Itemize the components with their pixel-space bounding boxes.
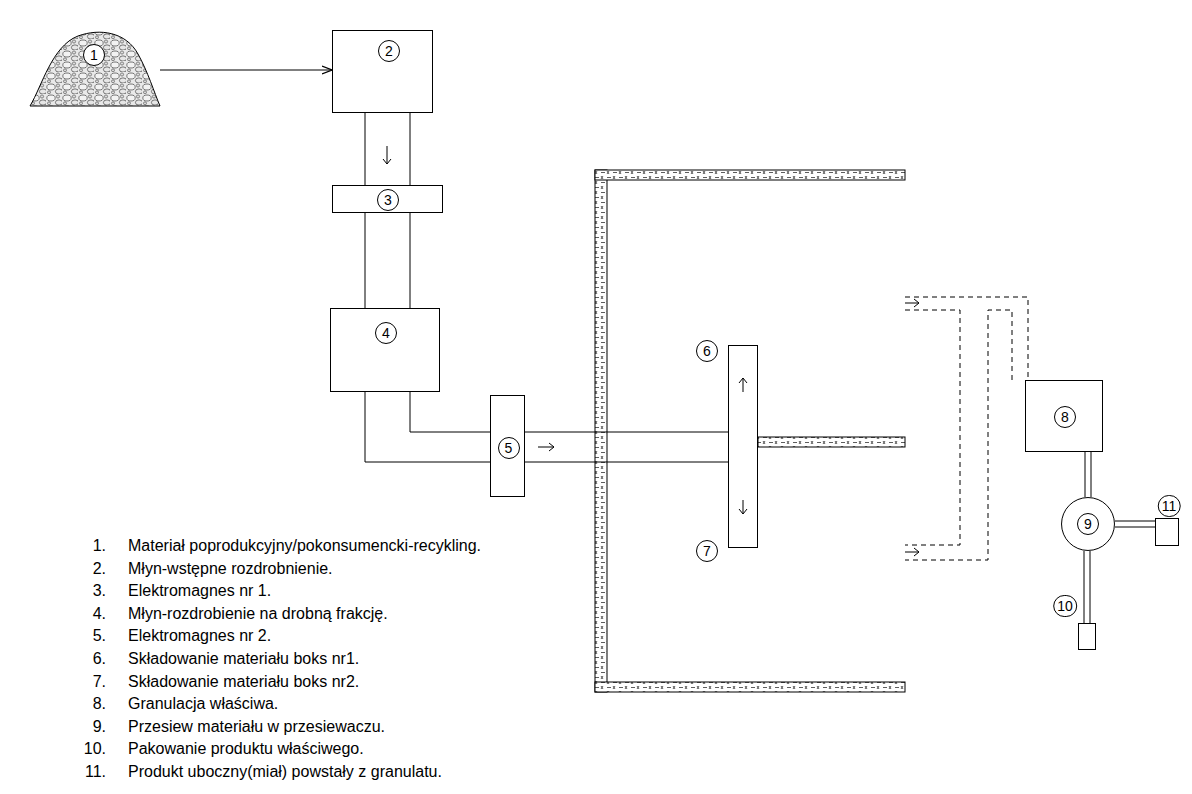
callout-number: 9 [1077, 513, 1099, 535]
list-item: Składowanie materiału boks nr1. [128, 649, 359, 669]
process-box: 2 [332, 30, 433, 113]
rubble-outline [30, 32, 160, 106]
list-number: 9. [93, 717, 106, 737]
connector-line [160, 70, 332, 71]
conveyor-channel [1115, 521, 1155, 527]
connector-line [525, 432, 728, 433]
callout-number: 1 [83, 44, 105, 66]
callout-number: 11 [1158, 495, 1181, 517]
connector-line [410, 392, 490, 432]
conveyor-channel [365, 213, 410, 308]
callout-number: 5 [498, 437, 520, 459]
callout-number: 6 [696, 340, 718, 362]
callout-number: 8 [1054, 406, 1076, 428]
list-item: Granulacja właściwa. [128, 694, 278, 714]
list-number: 7. [93, 672, 106, 692]
list-item: Produkt uboczny(miał) powstały z granula… [128, 762, 442, 782]
sieve-outline [1062, 498, 1115, 551]
connector-line [1115, 527, 1155, 528]
flow-arrow [739, 378, 747, 392]
list-number: 6. [93, 649, 106, 669]
connector-line [1090, 551, 1091, 623]
list-number: 8. [93, 694, 106, 714]
list-item: Przesiew materiału w przesiewaczu. [128, 717, 385, 737]
connector-line [1085, 452, 1086, 497]
process-box: 4 [330, 308, 440, 392]
suction-pipe [905, 297, 1028, 560]
list-item: Składowanie materiału boks nr2. [128, 672, 359, 692]
list-number: 1. [93, 536, 106, 556]
list-item: Młyn-wstępne rozdrobnienie. [128, 559, 333, 579]
brick-wall [595, 170, 607, 692]
suction-pipe [905, 310, 960, 545]
connector-line [410, 213, 411, 308]
conveyor-channel [365, 392, 490, 462]
flow-arrow [538, 443, 554, 451]
flow-arrow [739, 500, 747, 514]
flow-arrow [383, 146, 919, 556]
suction-pipe [905, 310, 1012, 560]
sieve-circle: 9 [1061, 497, 1115, 551]
feed-arrow [160, 70, 332, 71]
list-number: 3. [93, 581, 106, 601]
magnet-band: 5 [490, 395, 525, 497]
flow-arrow [383, 146, 391, 164]
flow-arrow [905, 548, 919, 556]
connector-line [365, 113, 366, 185]
brick-wall [595, 170, 905, 180]
brick-wall [758, 437, 905, 447]
suction-pipe [905, 297, 1028, 380]
list-number: 10. [84, 739, 106, 759]
callout-number: 3 [377, 189, 399, 211]
connector-line [1084, 551, 1085, 623]
connector-line [1091, 452, 1092, 497]
connector-line [410, 113, 411, 185]
brick-wall [595, 682, 905, 692]
list-item: Materiał poprodukcyjny/pokonsumencki-rec… [128, 536, 481, 556]
conveyor-channel [1085, 452, 1091, 497]
conveyor-channel [1084, 551, 1090, 623]
magnet-band: 3 [332, 185, 443, 213]
connector-line [365, 392, 490, 462]
material-pile: 1 [30, 28, 160, 108]
callout-number: 7 [696, 540, 718, 562]
conveyor-channel [365, 113, 410, 185]
list-number: 2. [93, 559, 106, 579]
connector-line [1115, 521, 1155, 522]
brick-wall [595, 170, 905, 692]
list-item: Elektromagnes nr 1. [128, 581, 271, 601]
list-number: 11. [85, 762, 106, 782]
flow-arrow [905, 299, 919, 307]
rubble-pile [30, 28, 160, 108]
list-number: 5. [93, 626, 106, 646]
list-item: Elektromagnes nr 2. [128, 626, 271, 646]
callout-number: 4 [375, 322, 397, 344]
list-number: 4. [93, 604, 106, 624]
list-item: Młyn-rozdrobienie na drobną frakcję. [128, 604, 388, 624]
output-box: 10 [1078, 623, 1096, 650]
process-box: 8 [1025, 380, 1103, 452]
list-item: Pakowanie produktu właściwego. [128, 739, 364, 759]
callout-number: 10 [1053, 595, 1077, 617]
connector-line [525, 462, 728, 463]
rubble-pile [30, 32, 160, 106]
conveyor-channel [525, 432, 728, 462]
rubble-texture [30, 32, 160, 106]
output-box: 11 [1155, 518, 1179, 546]
storage-bar: 67 [728, 345, 758, 548]
callout-number: 2 [378, 40, 400, 62]
connector-line [365, 213, 366, 308]
